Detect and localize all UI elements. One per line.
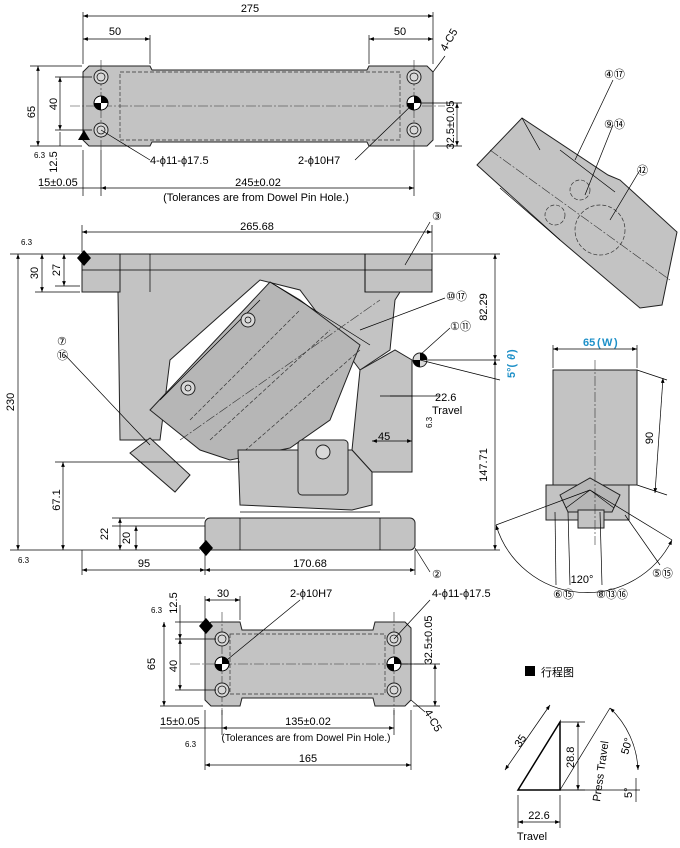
handle	[129, 437, 191, 493]
side-angle-120: 120°	[571, 574, 594, 586]
svg-text:(: (	[597, 337, 601, 349]
front-travel-value: 22.6	[435, 392, 456, 404]
dowel-hole-marker	[93, 95, 109, 111]
front-base-20: 20	[121, 532, 133, 544]
bottom-spacing-40: 40	[168, 660, 180, 672]
svg-text:5°(: 5°(	[506, 363, 518, 378]
stroke-base-22: 22.6	[528, 810, 549, 822]
front-callout-16: ⑯	[57, 349, 68, 362]
top-dowel-pitch: 245±0.02	[235, 177, 281, 189]
iso-callout-4-17: ④⑰	[604, 68, 625, 81]
iso-callout-12: ⑫	[637, 164, 648, 177]
bottom-width-165: 165	[299, 753, 317, 765]
bottom-bolt-holes: 4-ϕ11-ϕ17.5	[432, 588, 491, 600]
bottom-edge-15: 15±0.05	[160, 716, 200, 728]
top-pitch-right: 50	[394, 26, 406, 38]
front-height-67: 67.1	[51, 489, 63, 510]
bottom-dowel-pitch: 135±0.02	[285, 716, 331, 728]
dowel-hole-marker	[386, 656, 402, 672]
front-overall-height: 230	[5, 393, 17, 411]
iso-body	[476, 117, 678, 309]
front-travel-label: Travel	[432, 405, 462, 417]
stroke-angle-50: 50°	[619, 737, 635, 756]
bottom-pitch-30: 30	[217, 588, 229, 600]
front-callout-2: ②	[432, 569, 442, 581]
bottom-roughness: 6.3	[151, 606, 163, 615]
top-edge-v: 12.5	[48, 151, 60, 172]
front-roughness-right: 6.3	[425, 416, 434, 428]
svg-text:65: 65	[583, 337, 595, 349]
stroke-angle-5: 5°	[623, 787, 635, 798]
top-offset: 32.5±0.05	[445, 101, 457, 150]
bottom-view	[160, 596, 440, 770]
front-callout-1-11: ①⑪	[450, 320, 471, 333]
top-bolt-holes: 4-ϕ11-ϕ17.5	[150, 155, 209, 167]
svg-text:): )	[614, 337, 618, 349]
front-height-82: 82.29	[478, 293, 490, 321]
front-callout-3: ③	[432, 211, 442, 223]
side-callout-8-13-16: ⑧⑬⑯	[596, 588, 628, 601]
iso-view	[476, 79, 678, 309]
iso-callout-9-14: ⑨⑭	[604, 118, 625, 131]
legend-square	[525, 666, 535, 676]
front-base-22: 22	[99, 528, 111, 540]
svg-text:W: W	[602, 337, 613, 349]
bottom-height-65: 65	[146, 658, 158, 670]
side-callout-6-15: ⑥⑮	[553, 588, 574, 601]
top-overall-width: 275	[241, 3, 259, 15]
svg-text:): )	[506, 349, 518, 353]
front-height-147: 147.71	[478, 448, 490, 482]
top-roughness: 6.3	[34, 151, 46, 160]
side-height-90: 90	[644, 432, 656, 444]
front-angle-45: 45	[378, 431, 390, 443]
stroke-diagram	[504, 666, 640, 828]
front-left-95: 95	[138, 558, 150, 570]
bottom-tolerance-note: (Tolerances are from Dowel Pin Hole.)	[222, 733, 391, 744]
top-dowel-holes: 2-ϕ10H7	[298, 155, 340, 167]
front-angle-5: 5°( θ )	[506, 349, 518, 378]
front-flange-30: 30	[29, 267, 41, 279]
side-width-label: 65 ( W )	[583, 337, 618, 349]
svg-text:θ: θ	[506, 354, 518, 360]
top-tolerance-note: (Tolerances are from Dowel Pin Hole.)	[163, 192, 349, 204]
top-hole-spacing: 40	[48, 98, 60, 110]
top-height: 65	[26, 106, 38, 118]
top-chamfer: 4-C5	[438, 27, 460, 54]
top-edge-h: 15±0.05	[38, 177, 78, 189]
front-view	[10, 221, 501, 575]
bottom-roughness-2: 6.3	[185, 740, 197, 749]
front-callout-7: ⑦	[57, 336, 67, 348]
top-pitch-left: 50	[109, 26, 121, 38]
front-callout-10-17: ⑩⑰	[446, 290, 467, 303]
stroke-side-35: 35	[513, 733, 530, 750]
stroke-travel: Travel	[517, 831, 547, 843]
stroke-title: 行程图	[541, 666, 574, 679]
side-view	[495, 345, 673, 593]
base-plate	[204, 517, 416, 551]
front-right-170: 170.68	[293, 558, 327, 570]
side-callout-5-15: ⑤⑮	[652, 567, 673, 580]
stroke-press-travel: Press Travel	[591, 740, 611, 802]
front-top-width: 265.68	[240, 221, 274, 233]
stroke-triangle	[516, 719, 561, 791]
front-roughness: 6.3	[21, 238, 33, 247]
bottom-offset: 32.5±0.05	[423, 616, 435, 665]
top-view	[30, 12, 462, 196]
bottom-edge-12: 12.5	[168, 592, 180, 613]
bottom-dowel-holes: 2-ϕ10H7	[290, 588, 332, 600]
stroke-side-28: 28.8	[565, 747, 577, 768]
front-flange-27: 27	[51, 264, 63, 276]
bottom-chamfer: 4-C5	[421, 708, 443, 735]
front-roughness-bottom: 6.3	[18, 556, 30, 565]
